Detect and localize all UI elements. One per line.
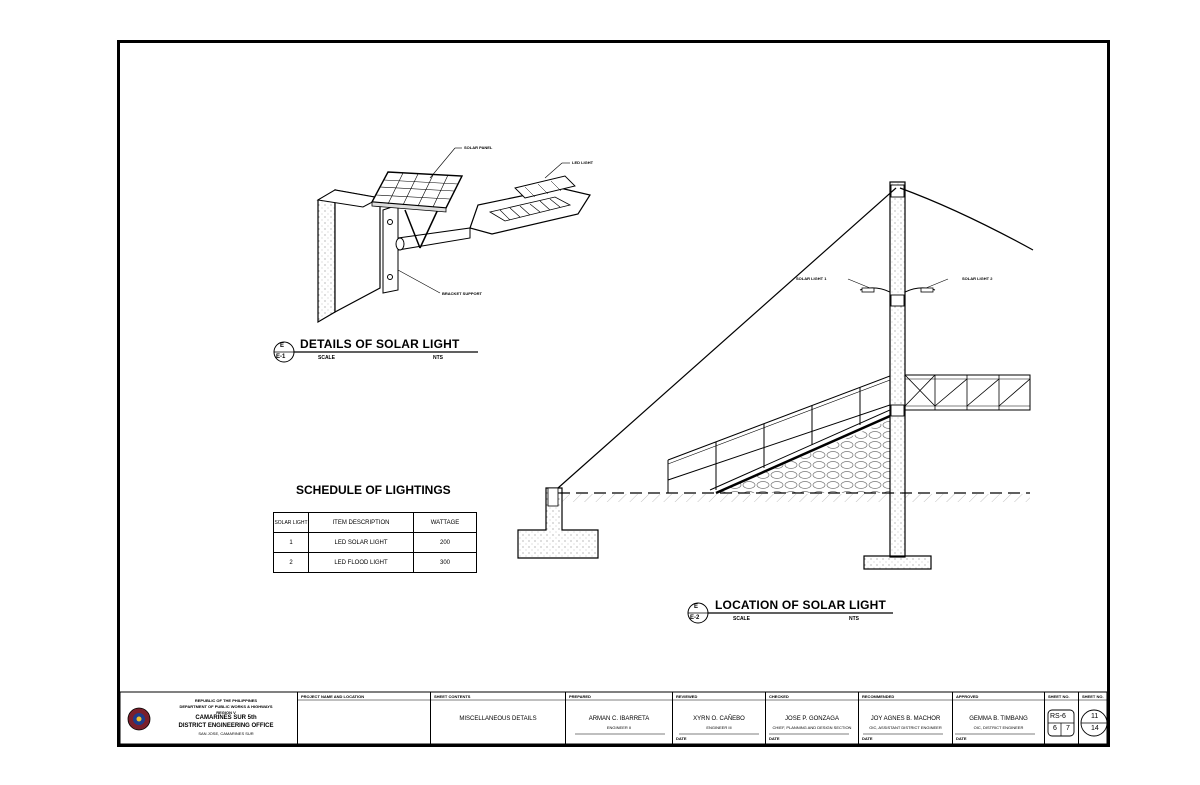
detail1-title-graphics: [273, 341, 478, 363]
sheet-code-sub: 7: [1066, 725, 1070, 732]
sheet-contents-value: MISCELLANEOUS DETAILS: [459, 716, 537, 722]
detail2-title: LOCATION OF SOLAR LIGHT: [715, 598, 887, 612]
detail2-callout-letter: E: [694, 604, 699, 610]
solar-light-detail-drawing: [316, 147, 591, 324]
recommended-role: OIC, ASSISTANT DISTRICT ENGINEER: [869, 725, 942, 730]
reviewed-name: XYRN O. CAÑEBO: [693, 716, 745, 722]
sheet-total: 14: [1091, 725, 1099, 732]
approved-cell: APPROVED GEMMA B. TIMBANG OIC, DISTRICT …: [952, 692, 1044, 744]
agency-line: REPUBLIC OF THE PHILIPPINES: [194, 698, 258, 703]
schedule-table: SOLAR LIGHT ITEM DESCRIPTION WATTAGE 1 L…: [273, 512, 477, 573]
detail1-scale-label: SCALE: [318, 355, 335, 361]
date-label: DATE: [769, 736, 780, 741]
checked-role: CHIEF, PLANNING AND DESIGN SECTION: [772, 725, 852, 730]
bracket-support-label: BRACKET SUPPORT: [442, 291, 483, 296]
recommended-cell: RECOMMENDED JOY AGNES B. MACHOR OIC, ASS…: [858, 692, 952, 744]
sheet-code-head: SHEET NO.: [1048, 694, 1070, 699]
project-name-cell: PROJECT NAME AND LOCATION: [297, 692, 430, 744]
agency-line: DEPARTMENT OF PUBLIC WORKS & HIGHWAYS: [179, 704, 273, 709]
sheet-number-cell: SHEET NO. 11 14: [1078, 692, 1107, 744]
detail2-callout-ref: E-2: [690, 615, 700, 621]
schedule-title: SCHEDULE OF LIGHTINGS: [296, 483, 451, 497]
sheet-code: RS-6: [1050, 713, 1066, 720]
detail1-scale-value: NTS: [433, 355, 443, 361]
approved-name: GEMMA B. TIMBANG: [969, 716, 1028, 722]
agency-line: SAN JOSE, CAMARINES SUR: [198, 731, 254, 736]
project-name-head: PROJECT NAME AND LOCATION: [301, 694, 365, 699]
reviewed-role: ENGINEER III: [706, 725, 732, 730]
sheet-code-cell: SHEET NO. RS-6 6 7: [1044, 692, 1078, 744]
checked-head: CHECKED: [769, 694, 789, 699]
date-label: DATE: [956, 736, 967, 741]
detail1-title: DETAILS OF SOLAR LIGHT: [300, 337, 460, 351]
prepared-name: ARMAN C. IBARRETA: [588, 716, 650, 722]
schedule-header-cell: SOLAR LIGHT: [273, 512, 309, 533]
prepared-cell: PREPARED ARMAN C. IBARRETA ENGINEER II: [565, 692, 672, 744]
table-row: 2 LED FLOOD LIGHT 300: [273, 552, 477, 573]
solar-light-1-label: SOLAR LIGHT 1: [796, 276, 827, 281]
location-elevation-drawing: [517, 181, 1034, 570]
solar-light-2-label: SOLAR LIGHT 2: [962, 276, 993, 281]
schedule-cell-watt: 300: [413, 552, 477, 573]
date-label: DATE: [862, 736, 873, 741]
table-row: 1 LED SOLAR LIGHT 200: [273, 532, 477, 553]
reviewed-head: REVIEWED: [676, 694, 698, 699]
solar-panel-label: SOLAR PANEL: [464, 145, 493, 150]
sheet-number-head: SHEET NO.: [1082, 694, 1104, 699]
title-block-frame: [119, 691, 1108, 745]
date-label: DATE: [676, 736, 687, 741]
schedule-cell-watt: 200: [413, 532, 477, 553]
approved-role: OIC, DISTRICT ENGINEER: [973, 725, 1024, 730]
schedule-header-cell: ITEM DESCRIPTION: [308, 512, 414, 533]
agency-line: REGION V: [216, 710, 236, 715]
recommended-name: JOY AGNES B. MACHOR: [870, 716, 941, 722]
detail2-scale-label: SCALE: [733, 616, 750, 622]
sheet-code-sub: 6: [1053, 725, 1057, 732]
agency-line: DISTRICT ENGINEERING OFFICE: [178, 723, 274, 729]
led-light-label: LED LIGHT: [572, 160, 594, 165]
recommended-head: RECOMMENDED: [862, 694, 895, 699]
prepared-role: ENGINEER II: [606, 725, 632, 730]
schedule-cell-no: 2: [273, 552, 309, 573]
prepared-head: PREPARED: [569, 694, 591, 699]
reviewed-cell: REVIEWED XYRN O. CAÑEBO ENGINEER III DAT…: [672, 692, 765, 744]
schedule-cell-desc: LED SOLAR LIGHT: [308, 532, 414, 553]
detail1-callout-letter: E: [280, 343, 285, 349]
approved-head: APPROVED: [956, 694, 979, 699]
sheet-contents-head: SHEET CONTENTS: [434, 694, 471, 699]
sheet-contents-cell: SHEET CONTENTS MISCELLANEOUS DETAILS: [430, 692, 565, 744]
agency-line: CAMARINES SUR 5th: [195, 715, 257, 721]
agency-block: REPUBLIC OF THE PHILIPPINES DEPARTMENT O…: [155, 692, 297, 744]
schedule-header-cell: WATTAGE: [413, 512, 477, 533]
sheet-number: 11: [1091, 713, 1099, 720]
detail2-title-graphics: [687, 602, 893, 624]
detail1-callout-ref: E-1: [276, 354, 286, 360]
schedule-cell-no: 1: [273, 532, 309, 553]
schedule-header-row: SOLAR LIGHT ITEM DESCRIPTION WATTAGE: [273, 512, 477, 533]
checked-name: JOSE P. GONZAGA: [785, 716, 839, 722]
detail2-scale-value: NTS: [849, 616, 859, 622]
schedule-cell-desc: LED FLOOD LIGHT: [308, 552, 414, 573]
drawing-sheet-border: [117, 40, 1110, 747]
checked-cell: CHECKED JOSE P. GONZAGA CHIEF, PLANNING …: [765, 692, 858, 744]
